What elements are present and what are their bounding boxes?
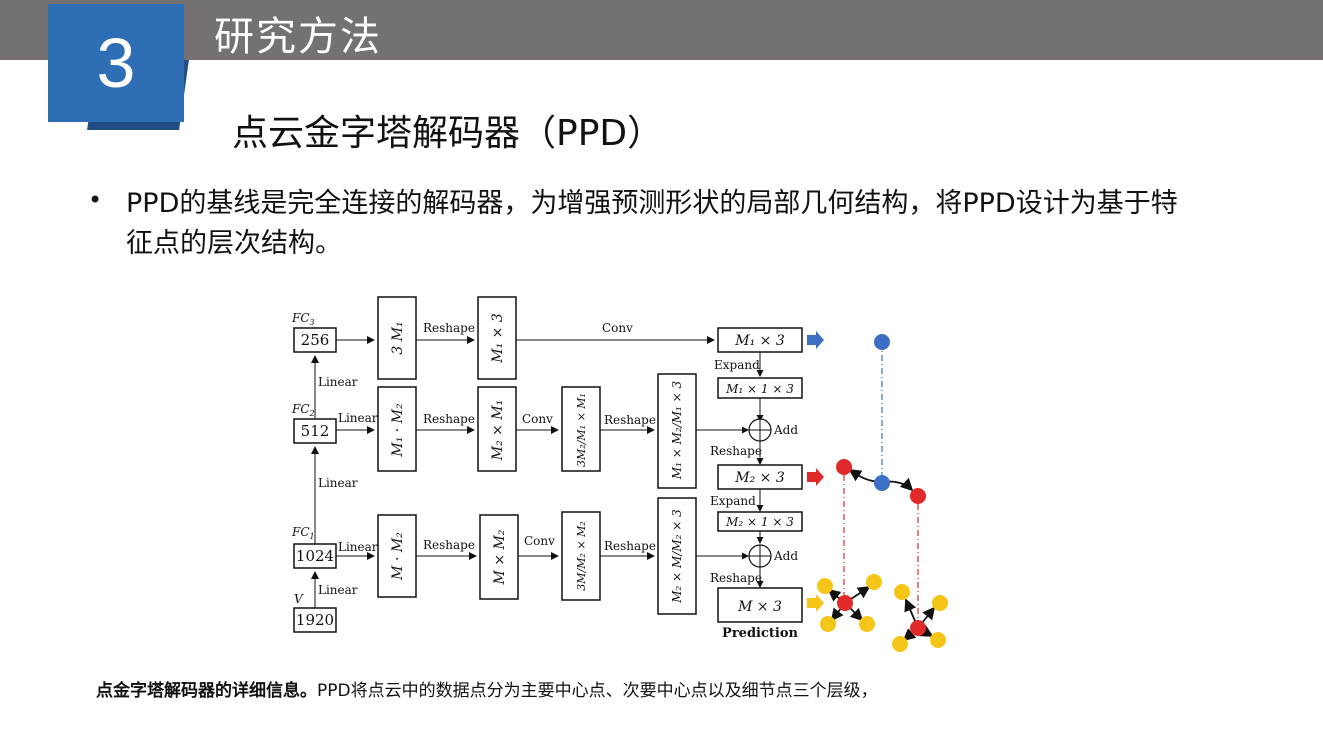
m1x1x3-text: M₁ × 1 × 3 xyxy=(725,382,794,396)
m2x1x3-text: M₂ × 1 × 3 xyxy=(725,515,794,529)
row3-box-conv xyxy=(561,511,601,601)
mx3-output-text: M × 3 xyxy=(737,599,782,615)
fc3-label: FC3 xyxy=(291,311,315,327)
row1-box-m1x3-text: M₁ × 3 xyxy=(490,313,506,364)
fc3-box xyxy=(293,327,337,353)
fc3-value: 256 xyxy=(301,331,330,349)
conv-label-r3: Conv xyxy=(524,534,555,548)
row1-box-m1x3 xyxy=(477,296,517,380)
add-label-2: Add xyxy=(773,549,798,563)
detail-cluster-left xyxy=(817,574,882,632)
row2-box-reshape xyxy=(657,373,697,489)
bullet-marker: • xyxy=(88,186,103,214)
row3-box-mxm2-text: M × M₂ xyxy=(492,529,508,585)
linear-label-fc2: Linear xyxy=(318,375,358,389)
linear-label-r2: Linear xyxy=(338,411,378,425)
row2-box-m1m2-text: M₁ · M₂ xyxy=(390,403,406,458)
mx3-output-box xyxy=(717,587,803,623)
section-number: 3 xyxy=(96,24,136,102)
row3-box-mm2-text: M · M₂ xyxy=(390,532,406,581)
bullet-text: PPD的基线是完全连接的解码器，为增强预测形状的局部几何结构，将PPD设计为基于… xyxy=(126,188,1178,259)
row2-box-conv xyxy=(561,386,601,472)
top-banner xyxy=(0,0,1323,60)
row2-box-reshape-text: M₁ × M₂/M₁ × 3 xyxy=(670,380,684,480)
detail-cluster-right xyxy=(892,584,948,652)
m1x3-output-text: M₁ × 3 xyxy=(734,333,785,349)
fc1-value: 1024 xyxy=(296,547,334,565)
row2-box-conv-text: 3M₂/M₁ × M₁ xyxy=(575,393,588,467)
ppd-architecture-diagram: FC3 256 FC2 512 FC1 1024 V 1920 Linear L… xyxy=(291,296,948,652)
m2x3-output-text: M₂ × 3 xyxy=(734,470,785,486)
section-number-box xyxy=(48,4,184,122)
row3-box-reshape xyxy=(657,497,697,615)
reshape-label-r3a: Reshape xyxy=(423,538,475,552)
conv-label-r1: Conv xyxy=(602,321,633,335)
conv-label-r2: Conv xyxy=(522,412,553,426)
reshape-label-r2b: Reshape xyxy=(604,413,656,427)
fc2-value: 512 xyxy=(301,422,330,440)
primary-point-top xyxy=(874,334,890,350)
row2-box-m2xm1-text: M₂ × M₁ xyxy=(490,400,506,462)
reshape-label-r1: Reshape xyxy=(423,321,475,335)
blue-output-arrow xyxy=(807,331,824,349)
linear-label-v: Linear xyxy=(318,583,358,597)
add-label-1: Add xyxy=(773,423,798,437)
row3-box-conv-text: 3M/M₂ × M₂ xyxy=(575,521,588,591)
caption-text: PPD将点云中的数据点分为主要中心点、次要中心点以及细节点三个层级， xyxy=(317,681,878,701)
secondary-point-right xyxy=(910,488,926,504)
row1-box-3m1 xyxy=(377,296,417,380)
section-title: 研究方法 xyxy=(214,14,382,60)
v-box xyxy=(293,607,337,633)
reshape-label-r2a: Reshape xyxy=(423,412,475,426)
linear-label-fc1: Linear xyxy=(318,476,358,490)
expand-label-2: Expand xyxy=(710,494,756,508)
caption-bold: 点金字塔解码器的详细信息。 xyxy=(96,681,317,701)
row2-box-m1m2 xyxy=(377,386,417,472)
red-output-arrow xyxy=(807,468,824,486)
v-value: 1920 xyxy=(296,611,334,629)
expand-label-1: Expand xyxy=(714,358,760,372)
fc2-label: FC2 xyxy=(291,402,315,418)
yellow-output-arrow xyxy=(807,594,824,612)
row1-box-3m1-text: 3 M₁ xyxy=(390,321,406,354)
figure-caption: 点金字塔解码器的详细信息。PPD将点云中的数据点分为主要中心点、次要中心点以及细… xyxy=(96,676,878,701)
m1x3-output-box xyxy=(717,327,803,353)
reshape-label-r3b: Reshape xyxy=(604,539,656,553)
secondary-point-left xyxy=(836,459,852,475)
v-label: V xyxy=(294,592,304,606)
row2-box-m2xm1 xyxy=(477,386,517,472)
row3-box-mxm2 xyxy=(479,514,519,600)
fc1-label: FC1 xyxy=(291,525,315,541)
row3-box-mm2 xyxy=(377,514,417,598)
reshape-label-add2: Reshape xyxy=(710,571,762,585)
linear-label-r3: Linear xyxy=(338,540,378,554)
prediction-label: Prediction xyxy=(722,626,798,641)
reshape-label-add1: Reshape xyxy=(710,444,762,458)
primary-point-mid xyxy=(874,475,890,491)
row3-box-reshape-text: M₂ × M/M₂ × 3 xyxy=(670,509,684,604)
fc1-box xyxy=(293,543,337,569)
slide-title: 点云金字塔解码器（PPD） xyxy=(232,113,664,154)
